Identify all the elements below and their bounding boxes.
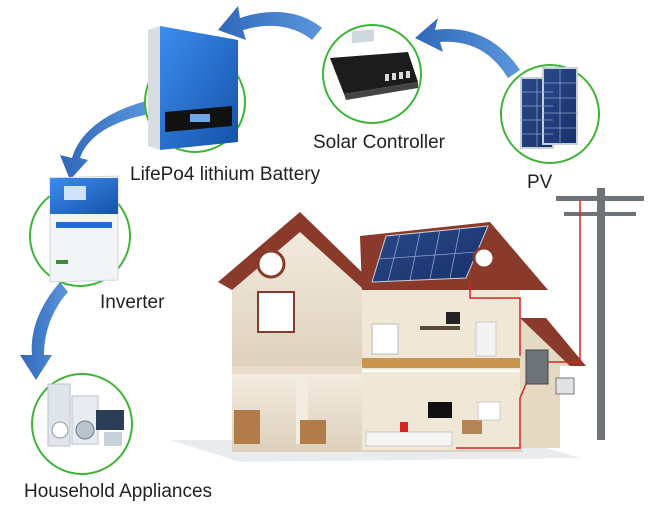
pv-panel-group [500, 64, 600, 164]
left-roof [218, 212, 372, 290]
house-illustration [170, 212, 586, 462]
arrow-battery-to-inverter [60, 100, 150, 180]
appliances-label: Household Appliances [24, 481, 213, 502]
inverter-label: Inverter [100, 292, 165, 313]
pv-label: PV [527, 172, 553, 193]
solar-controller-group [322, 24, 422, 124]
solar-panel-icon [520, 67, 578, 149]
solar-controller-label: Solar Controller [313, 132, 445, 153]
meter-box [525, 349, 549, 385]
arrow-inverter-to-appliances [20, 282, 68, 380]
left-gable-wall [232, 222, 362, 372]
wiring [456, 282, 581, 449]
inverter-icon [49, 175, 119, 283]
appliances-group [31, 373, 133, 475]
solar-controller-icon [330, 29, 418, 100]
flow-arrows [20, 6, 520, 380]
upper-floor-slab [362, 358, 522, 368]
inverter-group [29, 175, 131, 287]
utility-pole [556, 188, 644, 440]
roof-solar-panels [371, 225, 489, 283]
arrow-controller-to-battery [218, 6, 322, 40]
battery-label: LifePo4 lithium Battery [130, 164, 321, 185]
battery-group [144, 26, 246, 153]
battery-icon [148, 26, 238, 150]
arrow-pv-to-controller [415, 18, 520, 78]
appliances-icon [47, 383, 124, 447]
